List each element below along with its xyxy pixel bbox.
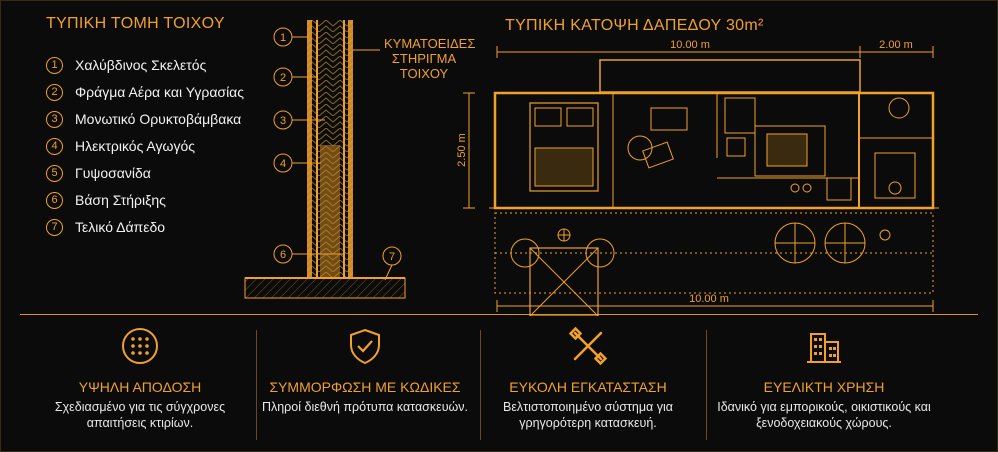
steel-frame-right (348, 20, 353, 278)
legend-number: 6 (46, 191, 63, 209)
legend-label: Μονωτικό Ορυκτοβάμβακα (75, 111, 242, 127)
legend-item: 3 Μονωτικό Ορυκτοβάμβακα (46, 108, 241, 130)
air-barrier-layer (316, 20, 318, 278)
legend-item: 7 Τελικό Δάπεδο (46, 216, 165, 238)
feature-title: ΥΨΗΛΗ ΑΠΟΔΟΣΗ (78, 379, 202, 395)
legend-label: Τελικό Δάπεδο (75, 219, 166, 235)
legend-number: 4 (46, 137, 63, 155)
floor-plan-drawing: 10.00 m 2.00 m 10.00 m 2.50 m (456, 39, 939, 316)
legend-number: 7 (46, 218, 63, 236)
legend-label: Βάση Στήριξης (75, 192, 166, 208)
dim-bottom: 10.00 m (689, 293, 729, 305)
feature-desc: Πληροί διεθνή πρότυπα κατασκευών. (261, 400, 469, 414)
legend-number: 2 (46, 83, 63, 101)
shield-check-icon (350, 328, 380, 365)
feature-title: ΕΥΕΛΙΚΤΗ ΧΡΗΣΗ (763, 379, 885, 395)
legend-item: 2 Φράγμα Αέρα και Υγρασίας (46, 81, 244, 103)
feature-installation: ΕΥΚΟΛΗ ΕΓΚΑΤΑΣΤΑΣΗ Βελτιστοποιημένο σύστ… (473, 326, 703, 431)
legend-item: 1 Χαλύβδινος Σκελετός (46, 54, 206, 76)
legend-label: Γυψοσανίδα (75, 165, 151, 181)
callout-1: 1 (280, 32, 286, 44)
feature-divider (256, 330, 257, 440)
steel-frame-left (307, 20, 312, 278)
legend-item: 6 Βάση Στήριξης (46, 189, 166, 211)
feature-desc: Ιδανικό για εμπορικούς, οικιστικούς και … (717, 400, 931, 430)
legend-label: Χαλύβδινος Σκελετός (75, 57, 207, 73)
callout-2: 2 (280, 72, 286, 84)
legend-label: Φράγμα Αέρα και Υγρασίας (75, 84, 245, 100)
callout-3: 3 (280, 115, 286, 127)
legend-item: 5 Γυψοσανίδα (46, 162, 151, 184)
callout-4: 4 (280, 158, 286, 170)
foundation-base (244, 277, 406, 299)
feature-divider (706, 330, 707, 440)
feature-desc: Βελτιστοποιημένο σύστημα για γρηγορότερη… (502, 400, 673, 430)
feature-title: ΕΥΚΟΛΗ ΕΓΚΑΤΑΣΤΑΣΗ (509, 379, 667, 395)
dots-grid-icon (122, 328, 158, 364)
section-divider (20, 314, 978, 315)
callout-6: 6 (280, 249, 286, 261)
legend-label: Ηλεκτρικός Αγωγός (75, 138, 195, 154)
section-title: ΤΥΠΙΚΗ ΤΟΜΗ ΤΟΙΧΟΥ (46, 15, 225, 32)
legend-number: 1 (46, 56, 63, 74)
dim-left: 2.50 m (456, 133, 468, 167)
legend-item: 4 Ηλεκτρικός Αγωγός (46, 135, 195, 157)
electrical-conduit (320, 145, 340, 278)
feature-performance: ΥΨΗΛΗ ΑΠΟΔΟΣΗ Σχεδιασμένο για τις σύγχρο… (25, 326, 255, 431)
legend-number: 3 (46, 110, 63, 128)
dim-top-side: 2.00 m (879, 39, 913, 51)
plan-title: ΤΥΠΙΚΗ ΚΑΤΟΨΗ ΔΑΠΕΔΟΥ 30m² (505, 17, 764, 34)
tools-icon (568, 326, 608, 366)
legend-number: 5 (46, 164, 63, 182)
wall-section-drawing: 1 2 3 4 6 7 (244, 20, 406, 299)
buildings-icon (807, 333, 841, 363)
wave-stud-label: ΚΥΜΑΤΟΕΙΔΕΣ ΣΤΗΡΙΓΜΑ ΤΟΙΧΟΥ (384, 36, 476, 81)
feature-divider (480, 330, 481, 440)
feature-desc: Σχεδιασμένο για τις σύγχρονες απαιτήσεις… (54, 400, 226, 430)
gypsum-layer (343, 20, 345, 278)
feature-compliance: ΣΥΜΜΟΡΦΩΣΗ ΜΕ ΚΩΔΙΚΕΣ Πληροί διεθνή πρότ… (250, 326, 480, 415)
dim-top-main: 10.00 m (670, 39, 710, 51)
feature-title: ΣΥΜΜΟΡΦΩΣΗ ΜΕ ΚΩΔΙΚΕΣ (269, 379, 461, 395)
feature-flexibility: ΕΥΕΛΙΚΤΗ ΧΡΗΣΗ Ιδανικό για εμπορικούς, ο… (709, 326, 939, 431)
callout-7: 7 (389, 251, 395, 263)
